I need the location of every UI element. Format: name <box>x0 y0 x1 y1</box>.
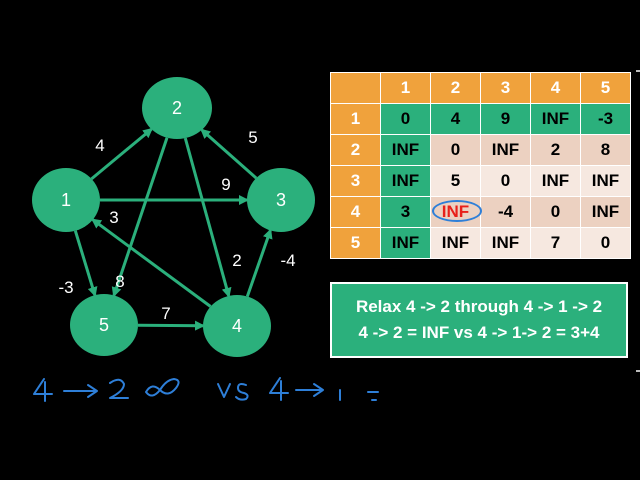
matrix-col-header: 4 <box>530 72 581 104</box>
matrix-cell: 3 <box>380 196 431 228</box>
edge-2-5 <box>111 137 169 298</box>
edge-1-2 <box>90 127 153 181</box>
node-circle <box>142 77 212 139</box>
matrix-cell: 4 <box>430 103 481 135</box>
matrix-corner <box>330 72 381 104</box>
relax-line-1: Relax 4 -> 2 through 4 -> 1 -> 2 <box>355 297 603 316</box>
matrix-cell: 9 <box>480 103 531 135</box>
matrix-cell: 0 <box>430 134 481 166</box>
matrix-cell: 5 <box>430 165 481 197</box>
node-label: 2 <box>172 98 182 118</box>
matrix-cell: -4 <box>480 196 531 228</box>
matrix-row-header: 2 <box>330 134 381 166</box>
edge-weight-1-5: -3 <box>58 278 73 297</box>
edge-weight-3-2: 5 <box>248 128 257 147</box>
matrix-col-header: 1 <box>380 72 431 104</box>
edge-1-5 <box>73 230 98 298</box>
matrix-cell: INF <box>530 103 581 135</box>
matrix-col-header: 3 <box>480 72 531 104</box>
graph-diagram: 1 2 3 4 5 4 9 -3 5 8 2 3 -4 7 <box>32 77 324 402</box>
node-circle <box>247 168 315 232</box>
edge-tick <box>636 370 640 372</box>
matrix-cell: INF <box>480 227 531 259</box>
matrix-cell: INF <box>380 227 431 259</box>
node-3: 3 <box>247 168 315 232</box>
node-1: 1 <box>32 168 100 232</box>
node-4: 4 <box>203 295 271 357</box>
matrix-cell: INF <box>530 165 581 197</box>
edge-3-2 <box>200 128 258 180</box>
node-label: 3 <box>276 190 286 210</box>
matrix-cell: 0 <box>580 227 631 259</box>
matrix-cell: INF <box>480 134 531 166</box>
edge-weight-2-4: 2 <box>232 251 241 270</box>
node-label: 4 <box>232 316 242 336</box>
edge-weight-2-5: 8 <box>115 272 124 291</box>
matrix-cell: 0 <box>380 103 431 135</box>
matrix-cell: 8 <box>580 134 631 166</box>
edge-4-1 <box>91 218 212 308</box>
matrix-cell: 7 <box>530 227 581 259</box>
handwritten-note-tail <box>339 389 379 401</box>
matrix-cell: INF <box>580 196 631 228</box>
relax-explanation: Relax 4 -> 2 through 4 -> 1 -> 2 4 -> 2 … <box>330 282 628 358</box>
edge-weight-5-4: 7 <box>161 304 170 323</box>
edge-2-4 <box>183 137 232 298</box>
matrix-row-header: 3 <box>330 165 381 197</box>
edge-weight-4-3: -4 <box>280 251 295 270</box>
focus-circle <box>432 200 482 222</box>
matrix-cell: INF <box>380 134 431 166</box>
matrix-cell: -3 <box>580 103 631 135</box>
relax-line-2: 4 -> 2 = INF vs 4 -> 1-> 2 = 3+4 <box>358 323 600 342</box>
matrix-row-header: 4 <box>330 196 381 228</box>
edge-weight-1-3: 9 <box>221 175 230 194</box>
edge-tick <box>636 70 640 72</box>
matrix-cell: 0 <box>480 165 531 197</box>
matrix-cell-focus: INF <box>430 196 482 228</box>
node-5: 5 <box>70 294 138 356</box>
matrix-cell: INF <box>430 227 481 259</box>
matrix-col-header: 5 <box>580 72 631 104</box>
node-circle <box>203 295 271 357</box>
edge-4-3 <box>245 228 273 297</box>
matrix-cell: INF <box>580 165 631 197</box>
node-2: 2 <box>142 77 212 139</box>
matrix-cell: 2 <box>530 134 581 166</box>
matrix-row-header: 1 <box>330 103 381 135</box>
node-label: 1 <box>61 190 71 210</box>
node-circle <box>70 294 138 356</box>
matrix-cell: INF <box>380 165 431 197</box>
edge-weight-4-1: 3 <box>109 208 118 227</box>
matrix-col-header: 2 <box>430 72 481 104</box>
node-circle <box>32 168 100 232</box>
handwritten-note <box>33 377 324 402</box>
matrix-row-header: 5 <box>330 227 381 259</box>
matrix-cell: 0 <box>530 196 581 228</box>
node-label: 5 <box>99 315 109 335</box>
edge-weight-1-2: 4 <box>95 136 104 155</box>
